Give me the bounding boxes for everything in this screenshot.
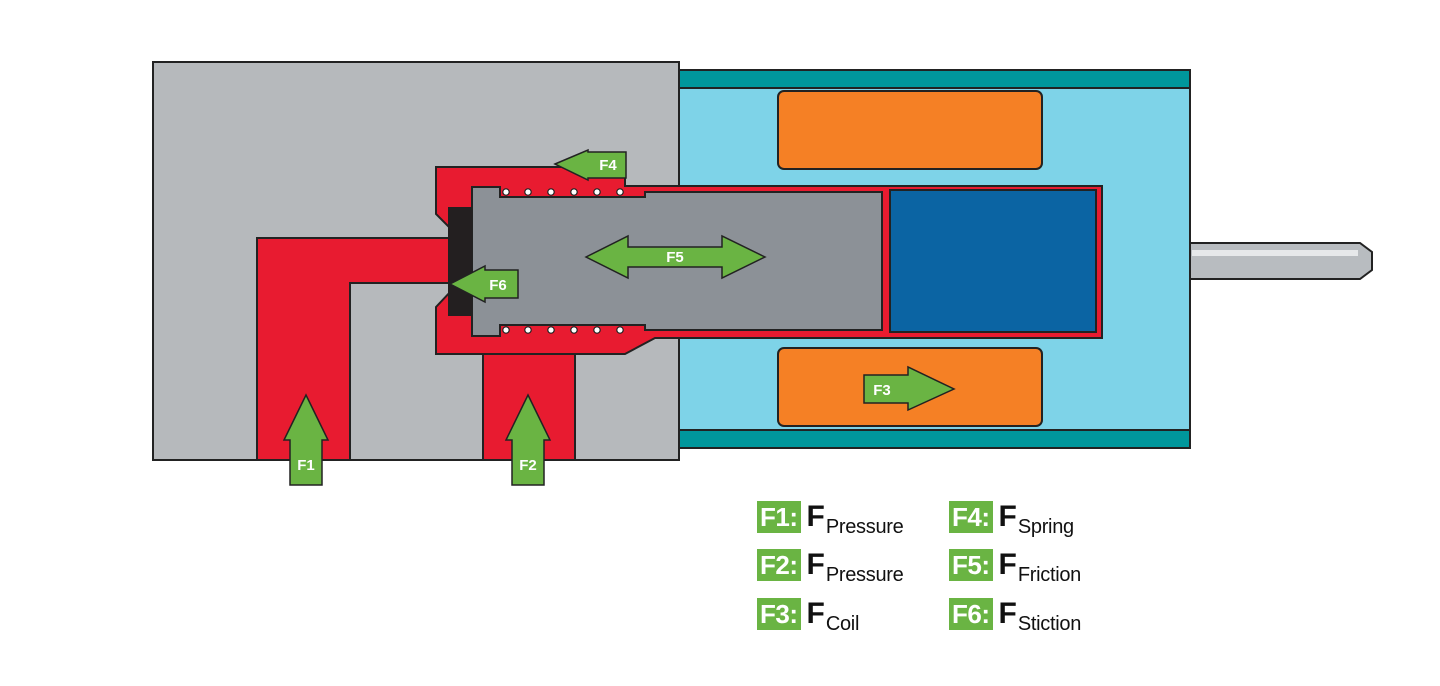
arrow-f2-label: F2: [519, 457, 537, 474]
legend-key: F2:: [757, 549, 801, 581]
legend-item-f6: F6: F Stiction: [949, 594, 1081, 635]
arrow-f6-label: F6: [489, 277, 507, 294]
legend-subscript: Coil: [825, 613, 860, 635]
legend-symbol: F: [998, 500, 1017, 533]
legend-item-f5: F5: F Friction: [949, 545, 1081, 586]
legend-key: F1:: [757, 501, 801, 533]
legend-key: F6:: [949, 598, 993, 630]
legend-symbol: F: [806, 500, 825, 533]
legend-symbol: F: [806, 548, 825, 581]
arrow-f2: [504, 393, 552, 486]
legend-key: F3:: [757, 598, 801, 630]
arrow-f3-label: F3: [873, 382, 891, 399]
legend-item-f1: F1: F Pressure: [757, 497, 904, 538]
legend-symbol: F: [998, 548, 1017, 581]
arrow-f4: [553, 148, 627, 182]
arrow-f5-label: F5: [666, 249, 684, 266]
arrow-f5: [584, 234, 767, 280]
spring-bottom: [502, 326, 624, 334]
output-rod-highlight: [1192, 250, 1358, 256]
legend-subscript: Friction: [1017, 564, 1081, 586]
spring-top: [502, 188, 624, 196]
arrow-f3: [863, 365, 956, 412]
top-sleeve: [677, 69, 1191, 89]
legend-subscript: Spring: [1017, 516, 1074, 538]
legend-item-f2: F2: F Pressure: [757, 545, 904, 586]
legend-key: F4:: [949, 501, 993, 533]
armature: [889, 189, 1097, 333]
arrow-f1-label: F1: [297, 457, 315, 474]
seal: [448, 207, 472, 316]
bottom-sleeve: [677, 429, 1191, 449]
legend-subscript: Pressure: [825, 516, 904, 538]
legend-subscript: Stiction: [1017, 613, 1082, 635]
force-legend: F1: F Pressure F2: F Pressure F3: F Coil…: [757, 497, 1117, 637]
arrow-f4-label: F4: [599, 157, 617, 174]
top-coil-winding: [777, 90, 1043, 170]
legend-item-f3: F3: F Coil: [757, 594, 859, 635]
legend-subscript: Pressure: [825, 564, 904, 586]
legend-symbol: F: [806, 597, 825, 630]
legend-item-f4: F4: F Spring: [949, 497, 1074, 538]
legend-symbol: F: [998, 597, 1017, 630]
arrow-f1: [282, 393, 330, 486]
legend-key: F5:: [949, 549, 993, 581]
output-rod: [1189, 242, 1373, 280]
arrow-f6: [448, 264, 519, 304]
